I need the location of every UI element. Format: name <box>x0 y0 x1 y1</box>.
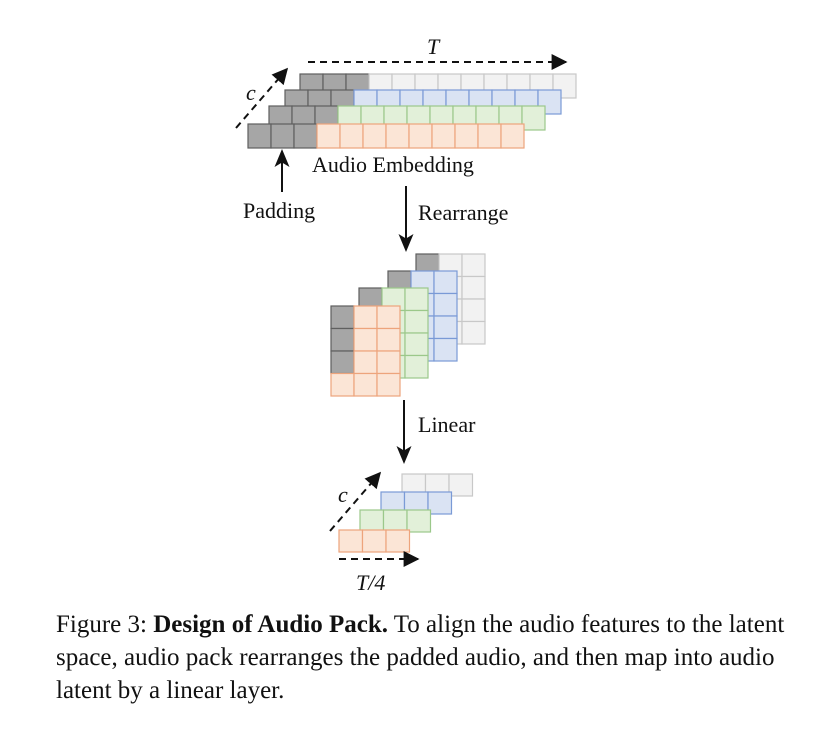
padding-cell <box>330 350 355 375</box>
rearranged-cell <box>461 253 486 278</box>
rearranged-cell <box>461 275 486 300</box>
audio-embedding-label: Audio Embedding <box>312 152 474 177</box>
embedding-cell <box>362 123 387 149</box>
latent-cell <box>448 473 474 497</box>
rearranged-cell <box>376 305 401 330</box>
linear-label: Linear <box>418 412 476 437</box>
padding-cell <box>330 305 355 330</box>
rearranged-cell <box>376 350 401 375</box>
latent-cell <box>406 509 432 533</box>
caption-prefix: Figure 3: <box>56 611 154 638</box>
rearranged-cell <box>433 337 458 362</box>
latent-cell <box>359 509 385 533</box>
figure-caption: Figure 3: Design of Audio Pack. To align… <box>56 608 786 707</box>
rearranged-cell <box>376 372 401 397</box>
rearranged-cell <box>353 350 378 375</box>
padding-cell <box>330 327 355 352</box>
rearrange-label: Rearrange <box>418 200 508 225</box>
embedding-cell <box>477 123 502 149</box>
caption-title: Design of Audio Pack. <box>153 611 388 638</box>
caption-body: To align the audio features to the laten… <box>56 611 785 704</box>
latent-cell <box>338 529 364 553</box>
latent-cell <box>361 529 387 553</box>
latent-cell <box>385 529 411 553</box>
latent-channel-label: c <box>338 482 348 507</box>
padding-cell <box>293 123 318 149</box>
rearranged-grid <box>330 253 486 397</box>
rearranged-cell <box>404 354 429 379</box>
latent-cell <box>427 491 453 515</box>
audio-pack-diagram: T c Audio Embedding Padding Rearrange Li… <box>235 34 577 595</box>
rearranged-cell <box>433 315 458 340</box>
rearranged-cell <box>461 320 486 345</box>
rearranged-cell <box>461 298 486 323</box>
embedding-cell <box>500 123 525 149</box>
audio-latent-grid <box>338 473 474 553</box>
rearranged-cell <box>353 327 378 352</box>
rearranged-cell <box>376 327 401 352</box>
padding-cell <box>270 123 295 149</box>
latent-cell <box>382 509 408 533</box>
padding-label: Padding <box>243 198 315 223</box>
latent-time-label: T/4 <box>356 570 385 595</box>
rearranged-cell <box>353 372 378 397</box>
embedding-cell <box>408 123 433 149</box>
embedding-cell <box>385 123 410 149</box>
embedding-cell <box>316 123 341 149</box>
rearranged-cell <box>404 287 429 312</box>
embedding-cell <box>454 123 479 149</box>
embedding-cell <box>339 123 364 149</box>
padding-cell <box>247 123 272 149</box>
audio-embedding-grid <box>247 73 577 149</box>
rearranged-cell <box>404 309 429 334</box>
rearranged-cell <box>353 305 378 330</box>
rearranged-cell <box>433 270 458 295</box>
channel-label: c <box>246 80 256 105</box>
time-label: T <box>427 34 441 59</box>
rearranged-cell <box>433 292 458 317</box>
embedding-cell <box>521 105 546 131</box>
embedding-cell <box>431 123 456 149</box>
channel-axis-arrow <box>235 67 289 129</box>
latent-channel-axis-arrow <box>329 471 382 532</box>
rearranged-cell <box>330 372 355 397</box>
rearranged-cell <box>404 332 429 357</box>
